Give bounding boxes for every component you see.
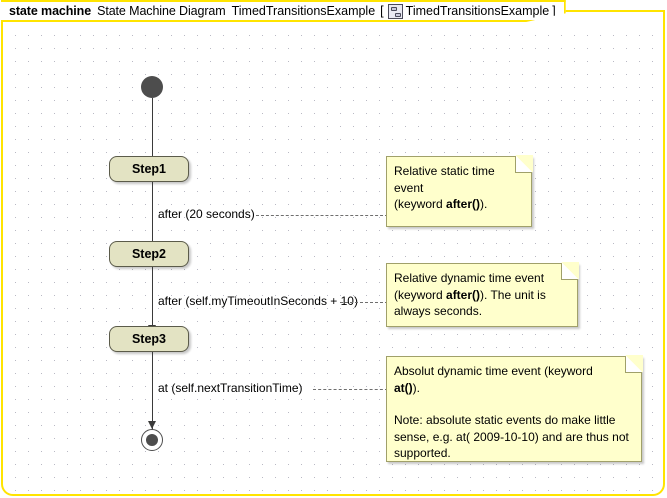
transition-line-initial-to-step1 xyxy=(151,98,153,173)
frame-top-edge xyxy=(560,10,665,12)
note-line: Relative static time event xyxy=(394,164,495,195)
note-anchor-line-3 xyxy=(313,389,388,390)
note-relative-static[interactable]: Relative static time event (keyword afte… xyxy=(386,155,533,227)
transition-label-after-20-seconds: after (20 seconds) xyxy=(158,207,255,221)
note-text: (keyword xyxy=(394,287,447,302)
note-paragraph: Note: absolute static events do make lit… xyxy=(394,413,629,460)
note-text: ). xyxy=(412,380,421,395)
diagram-title-tab[interactable]: state machine State Machine Diagram Time… xyxy=(1,0,566,22)
note-line: Relative dynamic time event xyxy=(394,271,545,285)
state-step2[interactable]: Step2 xyxy=(109,241,189,267)
diagram-keyword: state machine xyxy=(9,4,92,18)
state-machine-icon xyxy=(387,3,403,19)
note-keyword: after() xyxy=(446,287,481,302)
note-line: (keyword after()). The unit is xyxy=(394,287,569,304)
transition-line-step1-to-step2 xyxy=(151,182,153,257)
note-text: Absolut dynamic time event (keyword xyxy=(394,364,593,378)
note-fold-corner-icon xyxy=(625,355,643,373)
diagram-qualified-name: TimedTransitionsExample xyxy=(405,4,550,18)
note-line: always seconds. xyxy=(394,304,483,318)
note-text: (keyword xyxy=(394,197,447,211)
note-fold-corner-icon xyxy=(561,262,579,280)
note-line: Absolut dynamic time event (keyword at()… xyxy=(394,363,633,396)
note-text: ). xyxy=(480,197,488,211)
transition-label-after-mytimeout: after (self.myTimeoutInSeconds + 10) xyxy=(158,294,358,308)
note-text: ). The unit is xyxy=(480,287,546,302)
note-line: (keyword after()). xyxy=(394,196,523,213)
bracket-close: ] xyxy=(552,4,556,18)
note-anchor-line-1 xyxy=(256,215,388,216)
initial-pseudostate[interactable] xyxy=(141,76,163,98)
note-keyword: after() xyxy=(446,197,481,211)
note-relative-dynamic[interactable]: Relative dynamic time event (keyword aft… xyxy=(386,262,579,327)
note-anchor-line-2 xyxy=(340,302,388,303)
note-fold-corner-icon xyxy=(515,155,533,173)
note-keyword: at() xyxy=(394,380,413,395)
state-step1[interactable]: Step1 xyxy=(109,156,189,182)
note-absolute-dynamic[interactable]: Absolut dynamic time event (keyword at()… xyxy=(386,355,643,462)
diagram-name: TimedTransitionsExample xyxy=(231,4,376,18)
diagram-canvas[interactable]: Step1 after (20 seconds) Step2 after (se… xyxy=(3,25,663,494)
final-state[interactable] xyxy=(141,429,163,451)
transition-label-at-nexttransitiontime: at (self.nextTransitionTime) xyxy=(158,381,303,395)
diagram-type-label: State Machine Diagram xyxy=(97,4,226,18)
transition-line-step3-to-final xyxy=(151,352,153,430)
transition-line-step2-to-step3 xyxy=(151,267,153,333)
bracket-open: [ xyxy=(380,4,384,18)
transition-arrow-step3-to-final xyxy=(147,421,156,429)
state-step3[interactable]: Step3 xyxy=(109,326,189,352)
